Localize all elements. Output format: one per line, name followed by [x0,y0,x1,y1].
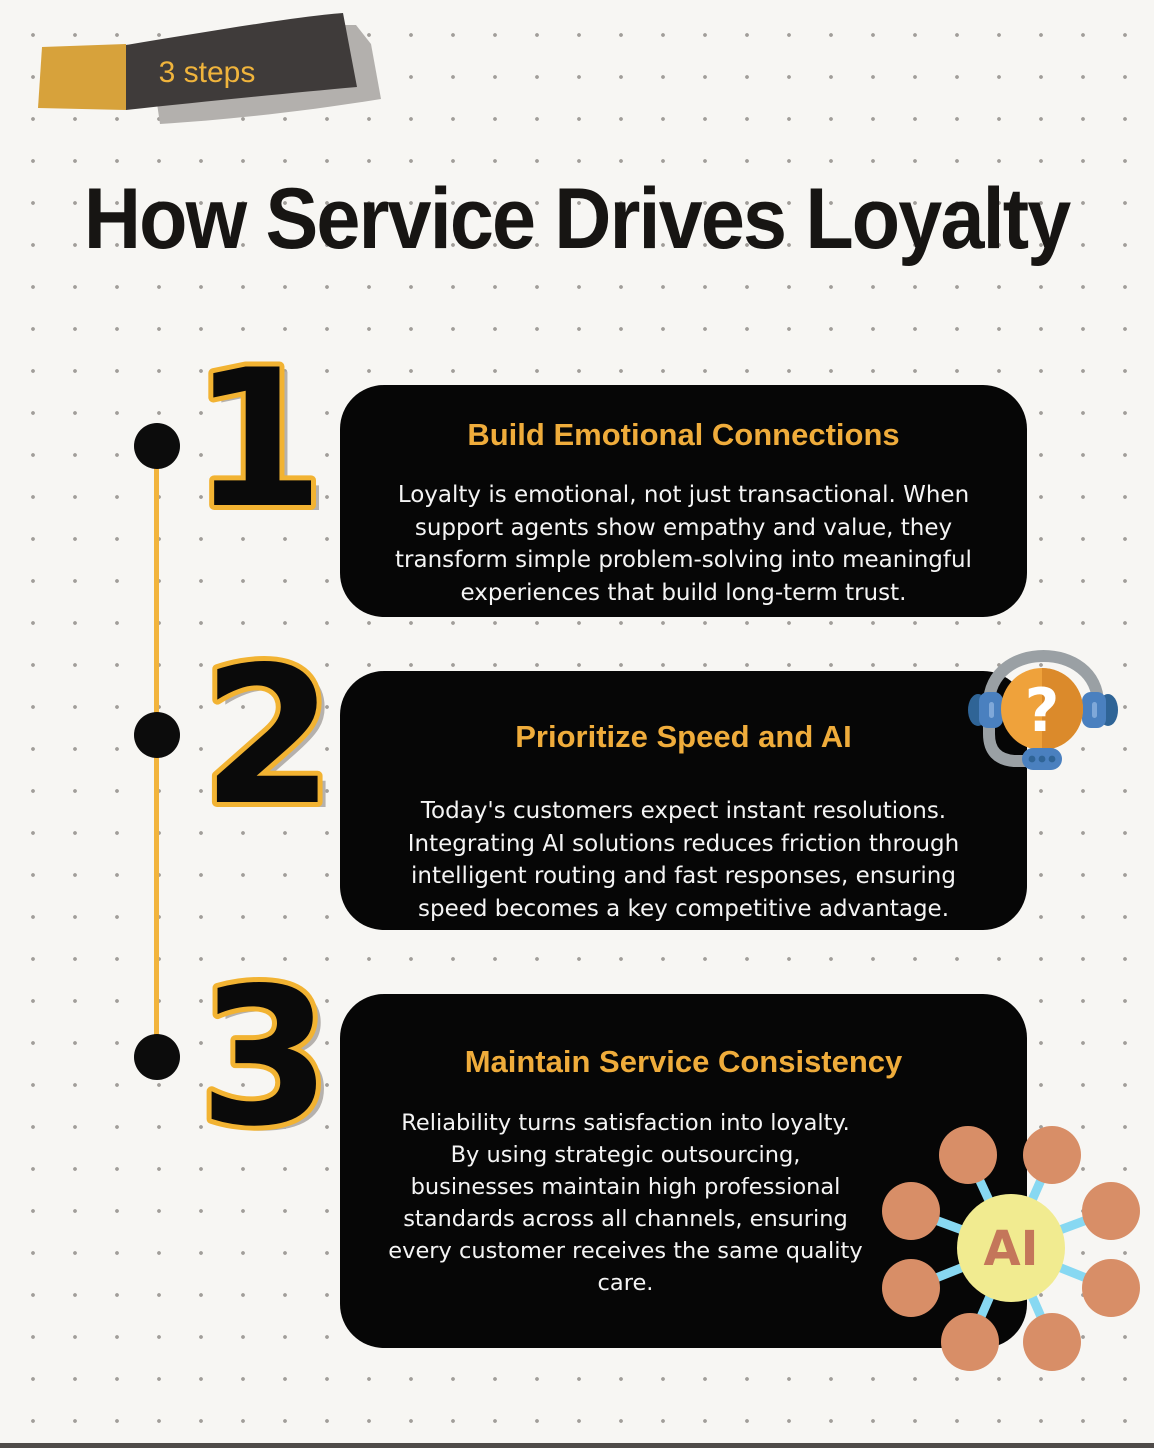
question-mark-glyph: ? [1025,676,1060,746]
timeline-dot-3 [134,1034,180,1080]
svg-text:3: 3 [207,952,339,1173]
svg-text:2: 2 [202,626,334,847]
ear-cup-slot-left [989,702,994,718]
headset-band-icon [983,650,1104,710]
page-title: How Service Drives Loyalty [84,171,1071,267]
ai-nodes [882,1126,1140,1371]
headset-question-icon: ? [968,650,1118,770]
step-card-1: Build Emotional Connections Loyalty is e… [340,385,1027,617]
steps-badge: 3 steps [38,13,381,124]
step-number-3: 3 3 [194,942,339,1173]
mic-dot [1038,755,1046,763]
mic-dot [1028,755,1036,763]
title-wrap: How Service Drives Loyalty [0,170,1154,269]
timeline-dot-2 [134,712,180,758]
svg-text:1: 1 [192,329,324,550]
svg-text:3: 3 [199,947,331,1168]
step-card-body: Today's customers expect instant resolut… [407,798,960,922]
badge-gold-tab [38,44,126,110]
step-number-2: 2 2 [197,621,342,852]
svg-text:1: 1 [200,334,332,555]
ai-label: AI [983,1221,1038,1277]
step-card-title: Prioritize Speed and AI [515,719,852,754]
step-card-title: Build Emotional Connections [467,417,900,452]
step-card-3: Maintain Service Consistency Reliability… [340,994,1027,1348]
mic-dot [1048,755,1056,763]
question-face-shade [1042,668,1083,750]
ai-center-circle [957,1194,1065,1302]
headset-mic-arm-icon [983,701,1034,767]
step-card-title: Maintain Service Consistency [464,1044,903,1079]
badge-dark-band [126,13,357,110]
bottom-edge-strip [0,1443,1154,1448]
ai-network-icon: AI [882,1126,1140,1371]
ear-cup-slot-right [1092,702,1097,718]
timeline-dot-1 [134,423,180,469]
step-card-body: Reliability turns satisfaction into loya… [388,1110,863,1296]
svg-text:2: 2 [210,631,342,852]
badge-label: 3 steps [159,56,256,89]
step-card-body: Loyalty is emotional, not just transacti… [395,482,972,606]
step-card-2: Prioritize Speed and AI Today's customer… [340,671,1027,930]
step-number-1: 1 1 [187,324,332,555]
